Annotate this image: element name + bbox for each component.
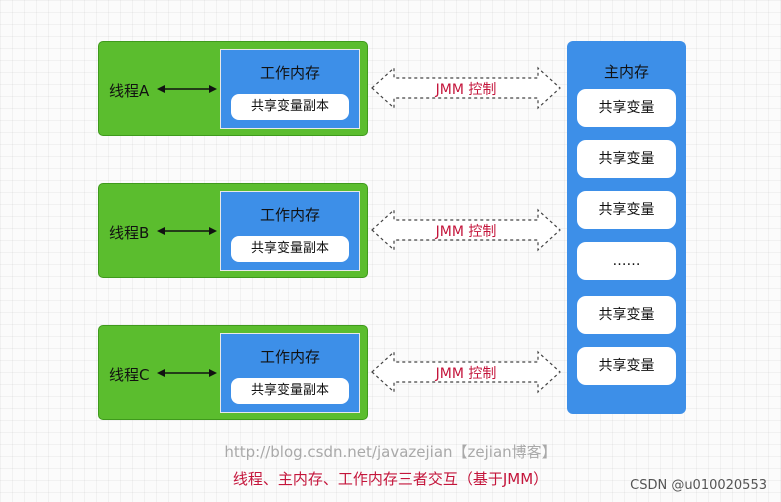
dashed-double-arrow-icon [371, 66, 561, 110]
main-memory-title: 主内存 [603, 63, 649, 81]
bidirectional-arrow-icon [157, 85, 217, 93]
dashed-double-arrow-icon [371, 350, 561, 394]
jmm-control-arrow-a: JMM 控制 [370, 66, 562, 110]
jmm-control-label: JMM 控制 [435, 82, 497, 98]
work-memory-title: 工作内存 [259, 206, 320, 224]
thread-a-work-memory: 工作内存 共享变量副本 [220, 49, 360, 129]
thread-a-box: 线程A 工作内存 共享变量副本 [98, 41, 368, 136]
shared-variable: 共享变量 [577, 347, 676, 385]
jmm-control-arrow-b: JMM 控制 [370, 208, 562, 252]
ellipsis-placeholder: …… [577, 242, 676, 280]
thread-c-work-memory: 工作内存 共享变量副本 [220, 333, 360, 413]
work-memory-title: 工作内存 [259, 348, 320, 366]
csdn-watermark: CSDN @u010020553 [630, 478, 767, 493]
shared-variable-copy: 共享变量副本 [231, 94, 349, 120]
shared-variable: 共享变量 [577, 140, 676, 178]
shared-variable-copy: 共享变量副本 [231, 378, 349, 404]
bidirectional-arrow-icon [157, 369, 217, 377]
shared-variable-copy: 共享变量副本 [231, 236, 349, 262]
work-memory-title: 工作内存 [259, 64, 320, 82]
jmm-control-label: JMM 控制 [435, 224, 497, 240]
thread-b-work-memory: 工作内存 共享变量副本 [220, 191, 360, 271]
source-url: http://blog.csdn.net/javazejian【zejian博客… [224, 443, 557, 461]
jmm-control-label: JMM 控制 [435, 366, 497, 382]
bidirectional-arrow-icon [157, 227, 217, 235]
shared-variable: 共享变量 [577, 191, 676, 229]
dashed-double-arrow-icon [371, 208, 561, 252]
thread-c-box: 线程C 工作内存 共享变量副本 [98, 325, 368, 420]
shared-variable: 共享变量 [577, 296, 676, 334]
thread-c-label: 线程C [109, 366, 150, 384]
shared-variable: 共享变量 [577, 89, 676, 127]
main-memory-box: 主内存 共享变量 共享变量 共享变量 …… 共享变量 共享变量 [567, 41, 686, 414]
diagram-caption: 线程、主内存、工作内存三者交互（基于JMM） [232, 470, 549, 488]
thread-b-label: 线程B [109, 224, 150, 242]
thread-b-box: 线程B 工作内存 共享变量副本 [98, 183, 368, 278]
jmm-control-arrow-c: JMM 控制 [370, 350, 562, 394]
thread-a-label: 线程A [109, 82, 150, 100]
